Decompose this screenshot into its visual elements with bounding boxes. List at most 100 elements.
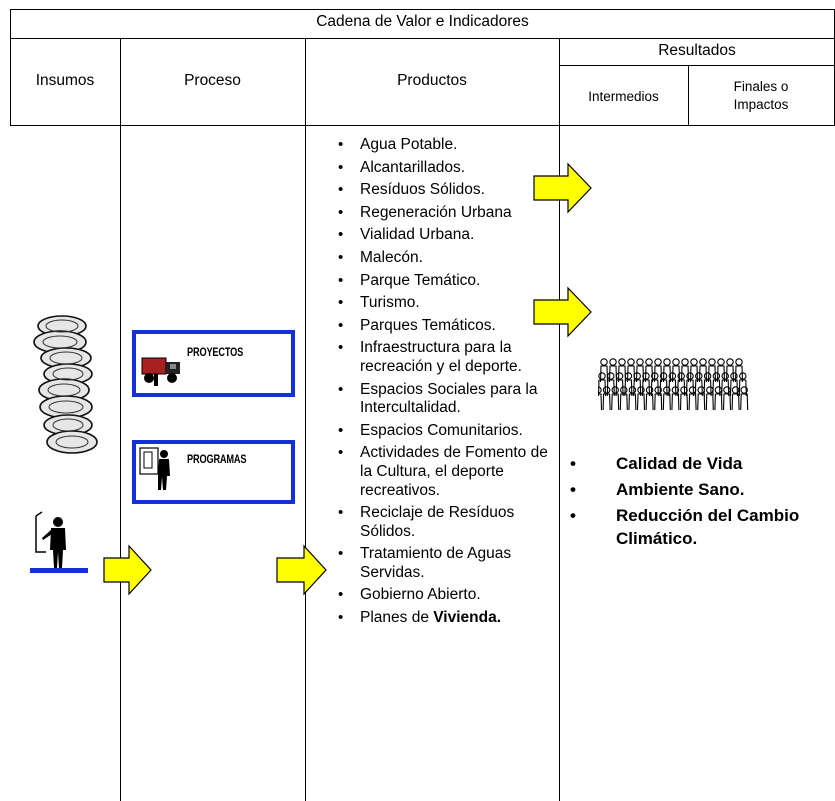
crowd-person-body <box>671 365 681 383</box>
crowd-person-head <box>620 386 628 394</box>
crowd-person-head <box>671 386 680 394</box>
list-item: Ambiente Sano. <box>570 478 830 501</box>
crowd-person-head <box>642 372 650 380</box>
crowd-person-body <box>633 379 642 397</box>
table-left-border <box>10 9 11 126</box>
crowd-person-body <box>729 379 739 397</box>
crowd-person-head <box>672 358 680 366</box>
crowd-person-body <box>598 379 607 397</box>
crowd-person-head <box>668 372 677 380</box>
product-bold: Vivienda. <box>433 609 502 627</box>
col-divider-1 <box>120 38 121 801</box>
crowd-person-head <box>740 386 748 394</box>
crowd-person-head <box>708 358 716 366</box>
crowd-person-body <box>628 393 637 411</box>
list-item: Calidad de Vida <box>570 452 830 475</box>
crowd-person-body <box>662 393 671 411</box>
crowd-person-body <box>738 379 747 397</box>
list-item: Malecón. <box>336 249 558 268</box>
table-title: Cadena de Valor e Indicadores <box>316 13 529 30</box>
presenter-icon <box>30 511 88 573</box>
crowd-person-body <box>650 379 659 397</box>
header-finales-line1: Finales o <box>733 79 789 94</box>
crowd-person-head <box>712 372 721 380</box>
programas-label: PROGRAMAS <box>187 454 247 466</box>
crowd-person-head <box>703 372 712 380</box>
crowd-person-head <box>609 358 617 366</box>
crowd-person-body <box>697 393 706 411</box>
crowd-person-head <box>627 358 635 366</box>
crowd-person-head <box>686 372 694 380</box>
productos-list: Agua Potable. Alcantarillados. Resíduos … <box>336 136 558 632</box>
crowd-person-head <box>637 386 645 394</box>
crowd-person-body <box>698 365 708 383</box>
crowd-person-body <box>598 393 603 411</box>
list-item: Reciclaje de Resíduos Sólidos. <box>336 504 558 541</box>
list-item: Reducción del Cambio Climático. <box>570 504 830 550</box>
crowd-person-head <box>624 372 633 380</box>
crowd-person-head <box>723 386 731 394</box>
truck-icon <box>141 357 180 386</box>
crowd-person-body <box>734 365 744 383</box>
crowd-person-head <box>602 386 611 394</box>
list-item: Resíduos Sólidos. <box>336 181 558 200</box>
crowd-icon <box>598 358 749 411</box>
crowd-person-head <box>699 358 707 366</box>
crowd-person-body <box>645 393 654 411</box>
list-item: Infraestructura para la recreación y el … <box>336 339 558 376</box>
header-productos: Productos <box>397 72 467 89</box>
arrow-right-icon <box>103 544 152 596</box>
arrow-right-icon <box>276 544 327 596</box>
crowd-person-body <box>721 379 730 397</box>
crowd-person-head <box>600 358 608 366</box>
header-resultados: Resultados <box>658 42 736 59</box>
header-proceso: Proceso <box>184 72 241 89</box>
list-item: Alcantarillados. <box>336 159 558 178</box>
crowd-person-head <box>618 358 626 366</box>
crowd-person-head <box>633 372 641 380</box>
list-item: Vialidad Urbana. <box>336 226 558 245</box>
crowd-person-head <box>628 386 637 394</box>
crowd-person-head <box>680 386 688 394</box>
crowd-person-head <box>654 386 662 394</box>
list-item: Regeneración Urbana <box>336 204 558 223</box>
crowd-person-body <box>679 393 689 411</box>
crowd-person-body <box>707 365 717 383</box>
crowd-person-head <box>615 372 624 380</box>
crowd-person-body <box>689 365 699 383</box>
header-intermedios: Intermedios <box>588 89 659 104</box>
crowd-person-head <box>654 358 662 366</box>
crowd-person-body <box>636 393 646 411</box>
list-item: Espacios Comunitarios. <box>336 422 558 441</box>
crowd-person-head <box>677 372 685 380</box>
crowd-person-body <box>641 379 651 397</box>
crowd-person-body <box>731 393 740 411</box>
person-icon <box>139 447 170 490</box>
crowd-person-head <box>598 386 602 394</box>
crowd-person-body <box>602 393 611 411</box>
crowd-person-head <box>645 386 654 394</box>
crowd-person-body <box>705 393 714 411</box>
header-insumos: Insumos <box>35 72 95 89</box>
crowd-person-head <box>688 386 697 394</box>
crowd-person-head <box>735 358 743 366</box>
header-finales-line2: Impactos <box>733 97 789 112</box>
col-divider-2 <box>305 38 306 801</box>
crowd-person-head <box>714 386 723 394</box>
crowd-person-head <box>739 372 747 380</box>
crowd-person-body <box>624 379 633 397</box>
crowd-person-body <box>688 393 697 411</box>
crowd-person-body <box>599 365 609 383</box>
list-item: Parques Temáticos. <box>336 317 558 336</box>
crowd-person-body <box>611 393 620 411</box>
list-item: Tratamiento de Aguas Servidas. <box>336 545 558 582</box>
resultados-divider <box>559 65 835 66</box>
header-bottom-border <box>10 125 835 126</box>
list-item: Agua Potable. <box>336 136 558 155</box>
list-item: Planes de Vivienda. <box>336 609 558 628</box>
coins-stack-icon <box>33 315 98 454</box>
list-item: Gobierno Abierto. <box>336 586 558 605</box>
crowd-person-body <box>716 365 726 383</box>
col-divider-3 <box>559 38 560 801</box>
crowd-person-head <box>717 358 725 366</box>
